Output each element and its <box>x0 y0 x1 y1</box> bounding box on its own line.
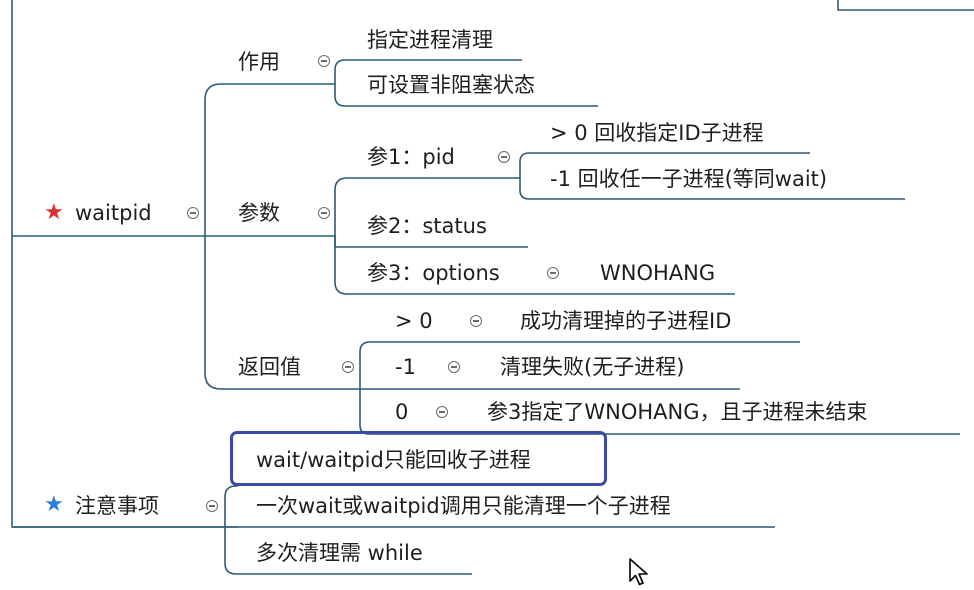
red-star-icon: ★ <box>44 200 64 225</box>
edge-can1b <box>519 178 905 200</box>
node-can2[interactable]: 参2：status <box>367 214 487 238</box>
edge-zuoyong <box>204 83 298 236</box>
node-can1-b[interactable]: -1 回收任一子进程(等同wait) <box>550 167 828 191</box>
collapse-icon[interactable] <box>498 151 510 163</box>
node-zuoyong[interactable]: 作用 <box>238 50 280 74</box>
node-zhuyi-1[interactable]: wait/waitpid只能回收子进程 <box>256 448 531 472</box>
mouse-pointer-icon <box>629 558 648 586</box>
edge-zy2 <box>334 84 598 107</box>
node-zy-2[interactable]: 可设置非阻塞状态 <box>367 73 535 97</box>
edge-can1a <box>519 152 810 178</box>
selected-node-frame[interactable] <box>230 431 607 486</box>
edge-ret1 <box>359 341 800 389</box>
node-can3-a[interactable]: WNOHANG <box>600 261 716 285</box>
node-ret2-desc[interactable]: 清理失败(无子进程) <box>500 355 685 379</box>
node-ret1-desc[interactable]: 成功清理掉的子进程ID <box>520 309 732 333</box>
edge-zhuyi3 <box>224 527 472 575</box>
node-fanhui[interactable]: 返回值 <box>238 355 301 379</box>
node-ret1[interactable]: > 0 <box>395 309 433 333</box>
node-canshu[interactable]: 参数 <box>238 201 280 225</box>
node-waitpid[interactable]: waitpid <box>75 201 152 225</box>
node-zhuyi-3[interactable]: 多次清理需 while <box>256 541 423 565</box>
node-ret3-desc[interactable]: 参3指定了WNOHANG，且子进程未结束 <box>487 400 868 424</box>
collapse-icon[interactable] <box>448 361 460 373</box>
collapse-icon[interactable] <box>470 315 482 327</box>
edge-zy1 <box>334 59 522 84</box>
node-ret2[interactable]: -1 <box>395 355 416 379</box>
node-zhuyi-2[interactable]: 一次wait或waitpid调用只能清理一个子进程 <box>256 494 671 518</box>
edge-zhuyi1 <box>224 485 238 527</box>
node-zy-1[interactable]: 指定进程清理 <box>367 28 493 52</box>
node-can1-a[interactable]: > 0 回收指定ID子进程 <box>550 121 764 145</box>
collapse-icon[interactable] <box>342 361 354 373</box>
collapse-icon[interactable] <box>547 267 559 279</box>
blue-star-icon: ★ <box>44 492 64 517</box>
collapse-icon[interactable] <box>318 207 330 219</box>
edge-fanhui <box>204 236 335 390</box>
node-can3[interactable]: 参3：options <box>367 261 500 285</box>
collapse-icon[interactable] <box>318 55 330 67</box>
collapse-icon[interactable] <box>206 500 218 512</box>
collapse-icon[interactable] <box>436 406 448 418</box>
node-can1[interactable]: 参1：pid <box>367 145 455 169</box>
edge-can3 <box>334 236 735 295</box>
node-zhuyi[interactable]: 注意事项 <box>75 494 159 518</box>
collapse-icon[interactable] <box>187 207 199 219</box>
node-ret3[interactable]: 0 <box>395 400 409 424</box>
edge-top-fragment <box>837 0 974 11</box>
edge-can1 <box>334 177 520 236</box>
trunk-line <box>11 0 238 528</box>
